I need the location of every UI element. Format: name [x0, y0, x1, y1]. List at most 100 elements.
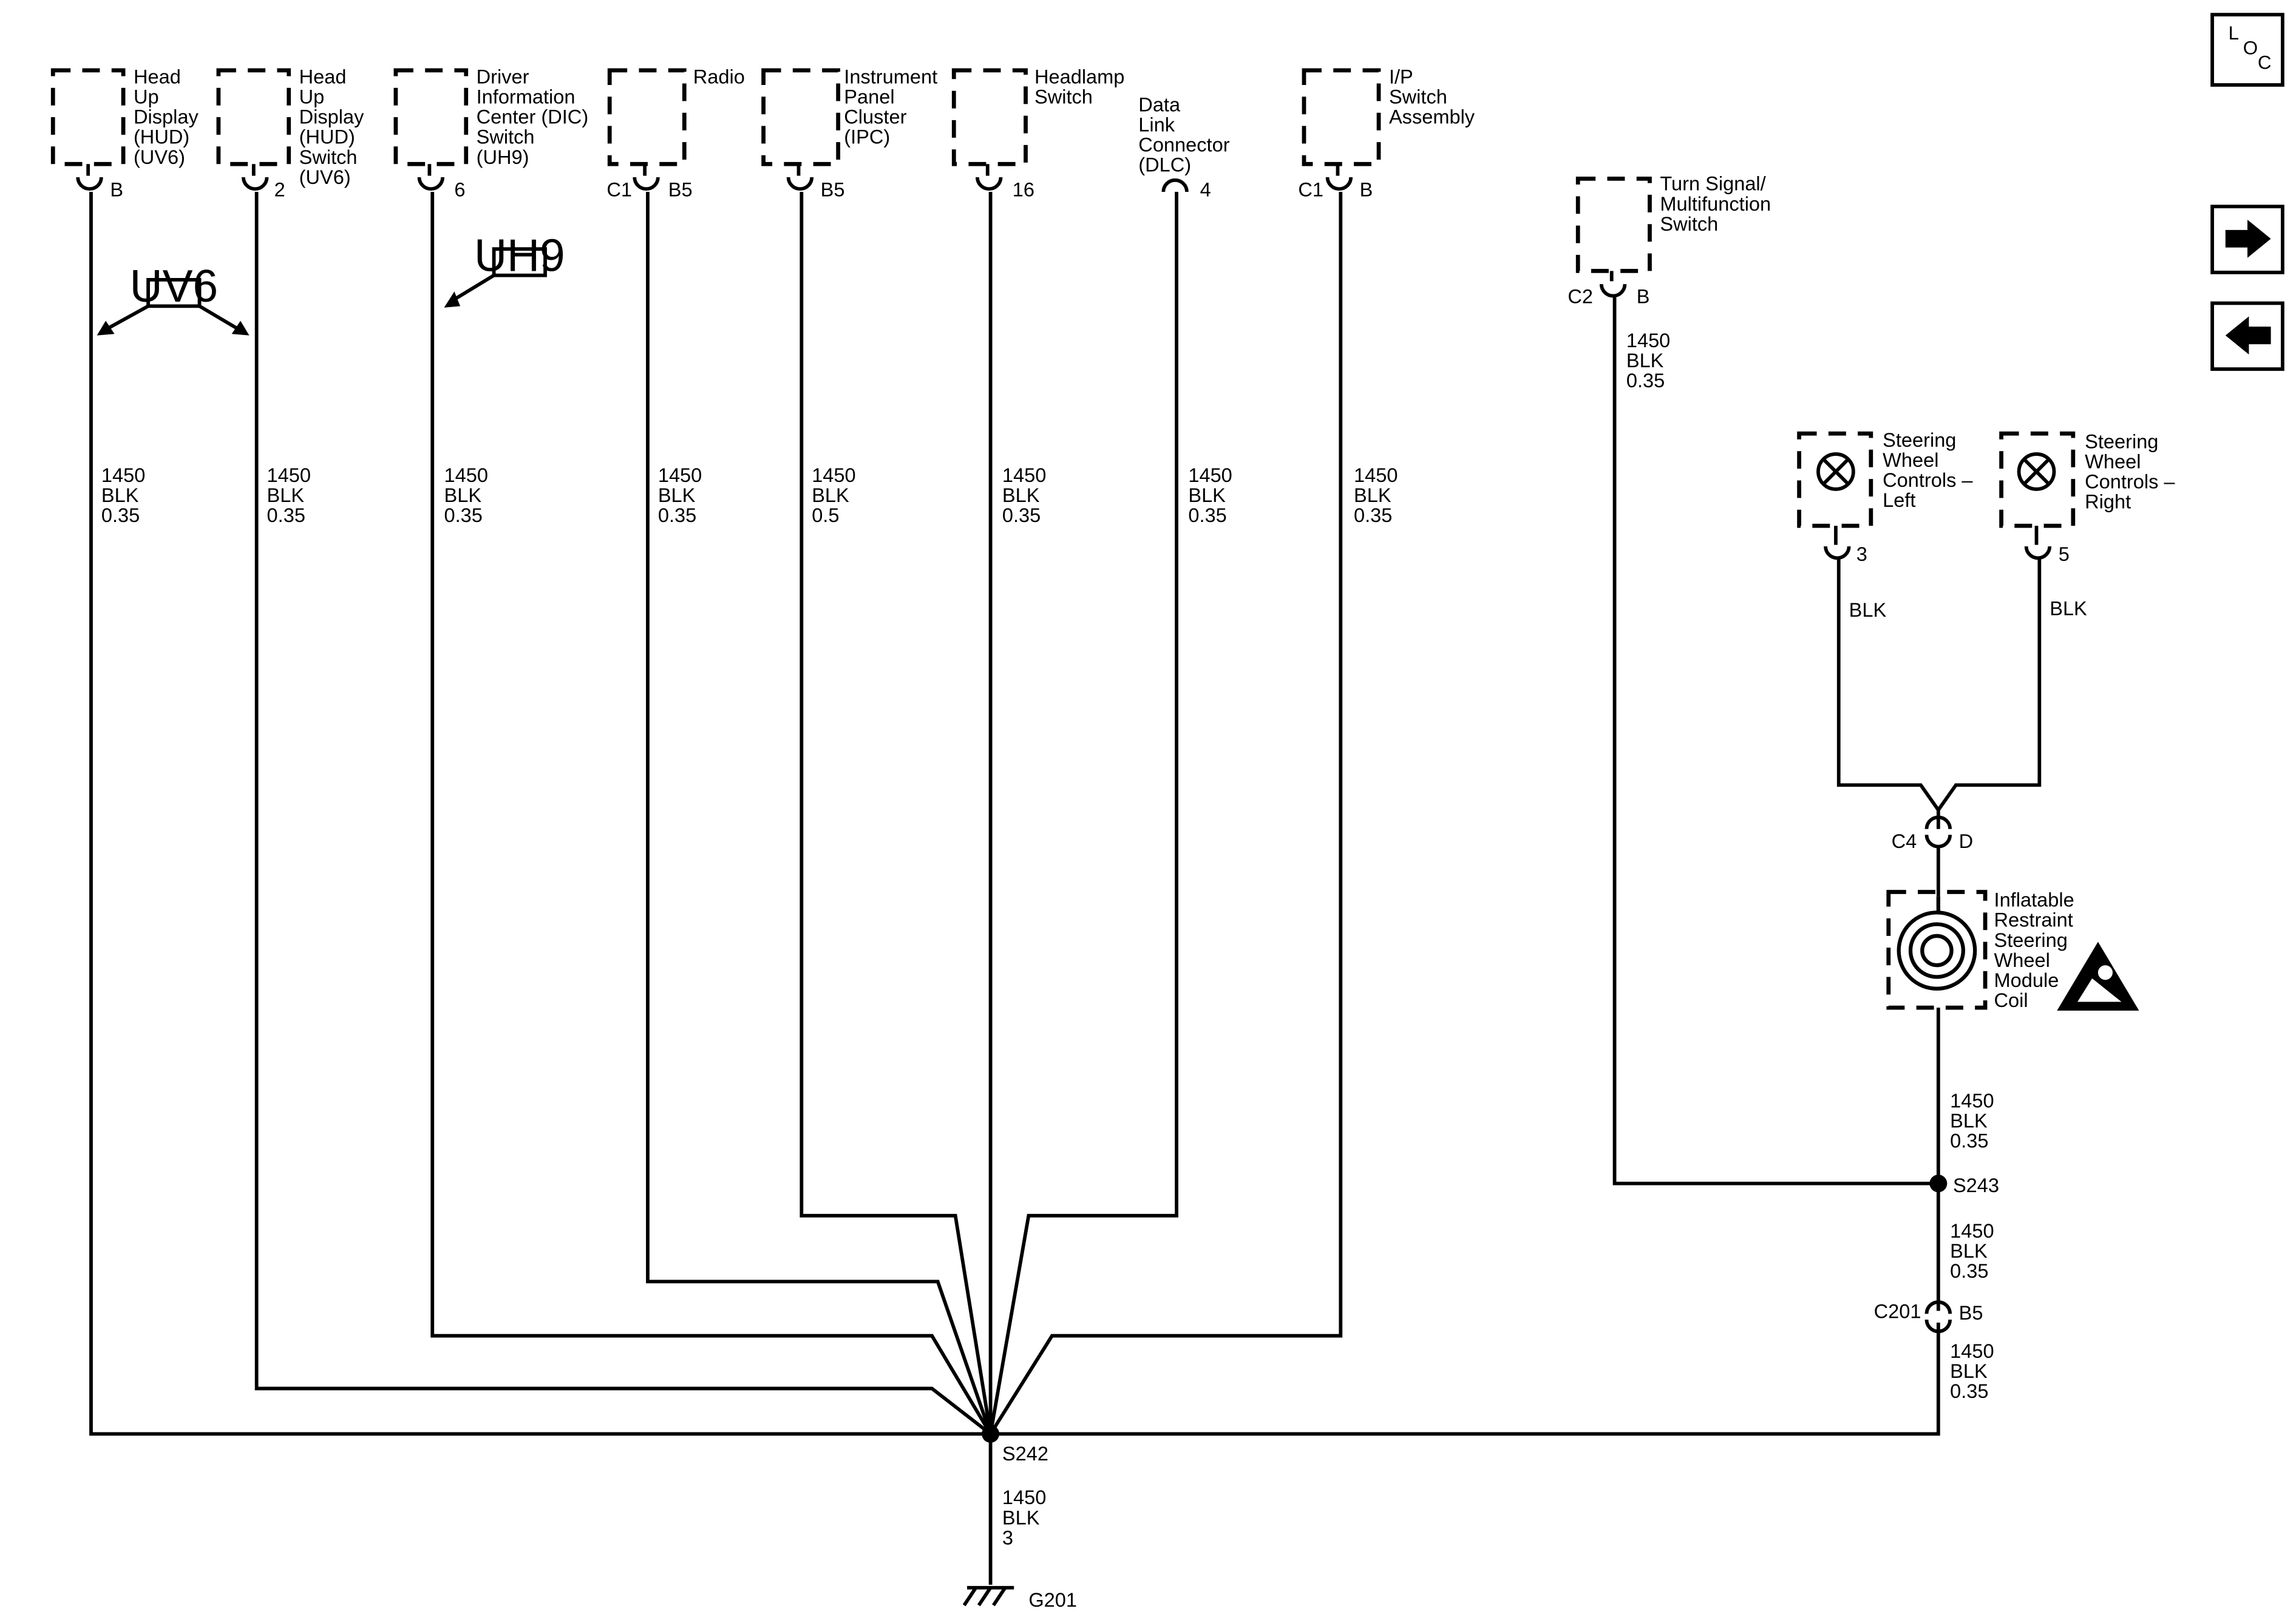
prev-page-button[interactable] [2210, 301, 2284, 371]
headlamp-name-line-0: Headlamp [1034, 66, 1124, 88]
g201-label: G201 [1028, 1589, 1077, 1611]
hud-wire-1: BLK [101, 484, 139, 506]
hud_switch-wire-1: BLK [267, 484, 305, 506]
headlamp-wire-0: 1450 [1002, 464, 1046, 486]
hud-switch-connector [242, 177, 269, 191]
dlc-name-line-2: Connector [1138, 134, 1229, 156]
s243-wire-above-0: 1450 [1950, 1090, 1994, 1111]
radio-wire-2: 0.35 [658, 504, 696, 526]
dic-connector [417, 177, 445, 191]
swc-right-pin: 5 [2059, 543, 2070, 565]
option-uv6-label: UV6 [130, 260, 219, 311]
hud-switch-name-line-4: Switch [299, 146, 358, 168]
connector-stubs [86, 164, 2039, 545]
dlc-name-line-1: Link [1138, 114, 1175, 135]
swc-left-box [1797, 431, 1873, 528]
ip-switch-name-line-0: I/P [1389, 66, 1413, 88]
ipc-name-line-0: Instrument [844, 66, 937, 88]
coil-box [1886, 890, 1988, 1010]
s243-wire-below-1: BLK [1950, 1240, 1988, 1262]
s242-wire-2: 3 [1002, 1527, 1013, 1548]
swc-left-connector [1824, 546, 1851, 560]
radio-wire-0: 1450 [658, 464, 702, 486]
wire-dlc [988, 192, 1178, 1434]
coil-name-line-0: Inflatable [1994, 889, 2074, 911]
swc-right-lamp [2017, 452, 2056, 491]
ipc-name-line-1: Panel [844, 86, 894, 108]
hud-wire-2: 0.35 [101, 504, 140, 526]
c4-connector [1924, 815, 1952, 829]
ipc-wire-1: BLK [812, 484, 849, 506]
swc-left-pin: 3 [1856, 543, 1867, 565]
headlamp-box [951, 68, 1028, 166]
s242-label: S242 [1002, 1443, 1048, 1465]
s242-wire-1: BLK [1002, 1507, 1040, 1528]
dic-wire-0: 1450 [444, 464, 488, 486]
ip_switch-wire-2: 0.35 [1354, 504, 1392, 526]
ip-switch-name-line-1: Switch [1389, 86, 1447, 108]
ip-switch-conn: C1 [1298, 178, 1323, 200]
ipc-name-line-3: (IPC) [844, 126, 890, 148]
hud-switch-name-line-5: (UV6) [299, 166, 351, 188]
swc-right-name-line-2: Controls – [2085, 471, 2175, 493]
option-uv6-flag: UV6 [97, 260, 250, 336]
option-uh9-flag: UH9 [444, 229, 565, 308]
dlc-wire-0: 1450 [1188, 464, 1232, 486]
s243-wire-below-2: 0.35 [1950, 1260, 1988, 1282]
ip_switch-wire-1: BLK [1354, 484, 1391, 506]
dic-wire-1: BLK [444, 484, 482, 506]
ip-switch-connector [1325, 177, 1353, 191]
ipc-wire-0: 1450 [812, 464, 855, 486]
s243-wire-below-0: 1450 [1950, 1220, 1994, 1242]
c4-conn: C4 [1892, 830, 1917, 852]
ipc-pin: B5 [821, 178, 845, 200]
wires [89, 192, 2042, 1585]
s243-wire-above-1: BLK [1950, 1110, 1988, 1131]
connector-cups [76, 177, 2052, 1334]
swc-right-wire: BLK [2050, 597, 2087, 619]
dlc-wire-2: 0.35 [1188, 504, 1226, 526]
wire-c201-bottom [990, 1322, 1940, 1436]
c201-conn: C201 [1874, 1301, 1921, 1323]
loc-button[interactable]: L O C [2210, 13, 2284, 87]
splice-s243 [1929, 1175, 1948, 1193]
ipc-connector [786, 177, 814, 191]
hud-switch-pin: 2 [274, 178, 285, 200]
next-page-button[interactable] [2210, 205, 2284, 274]
radio-box [607, 68, 687, 166]
component-boxes [50, 68, 2076, 1010]
ipc-box [761, 68, 841, 166]
turn-signal-pin: B [1637, 286, 1650, 308]
dic-pin: 6 [454, 178, 465, 200]
turn-signal-conn: C2 [1567, 286, 1593, 308]
wire-hud [89, 192, 991, 1436]
ground-symbol [962, 1585, 1014, 1607]
c201-connector-lower [1924, 1319, 1952, 1334]
hud-name-line-0: Head [134, 66, 181, 88]
ip-switch-name-line-2: Assembly [1389, 106, 1475, 128]
c201-wire-1: BLK [1950, 1360, 1988, 1382]
coil-name-line-1: Restraint [1994, 909, 2073, 931]
wire-swc-right [1937, 558, 2042, 812]
dic-name-line-4: (UH9) [477, 146, 529, 168]
s243-wire-above-2: 0.35 [1950, 1130, 1988, 1151]
ip-switch-box [1302, 68, 1381, 166]
swc-left-wire: BLK [1849, 599, 1887, 621]
radio-connector [633, 177, 660, 191]
turn-signal-name-line-2: Switch [1660, 213, 1718, 235]
turn-signal-wire-0: 1450 [1626, 330, 1670, 351]
turn-signal-name-line-1: Multifunction [1660, 193, 1771, 215]
turn-signal-wire-2: 0.35 [1626, 370, 1665, 392]
headlamp-pin: 16 [1013, 178, 1034, 200]
c201-wire-0: 1450 [1950, 1340, 1994, 1362]
coil-spiral-icon [1897, 896, 1977, 991]
hud-name-line-1: Up [134, 86, 159, 108]
coil-name-line-3: Wheel [1994, 949, 2050, 971]
swc-left-lamp [1816, 452, 1855, 491]
hud-switch-name-line-1: Up [299, 86, 325, 108]
wire-hud-switch [254, 192, 992, 1436]
wire-dic [430, 192, 993, 1435]
hud-box [50, 68, 126, 166]
dic-name-line-2: Center (DIC) [477, 106, 589, 128]
hud_switch-wire-2: 0.35 [267, 504, 305, 526]
